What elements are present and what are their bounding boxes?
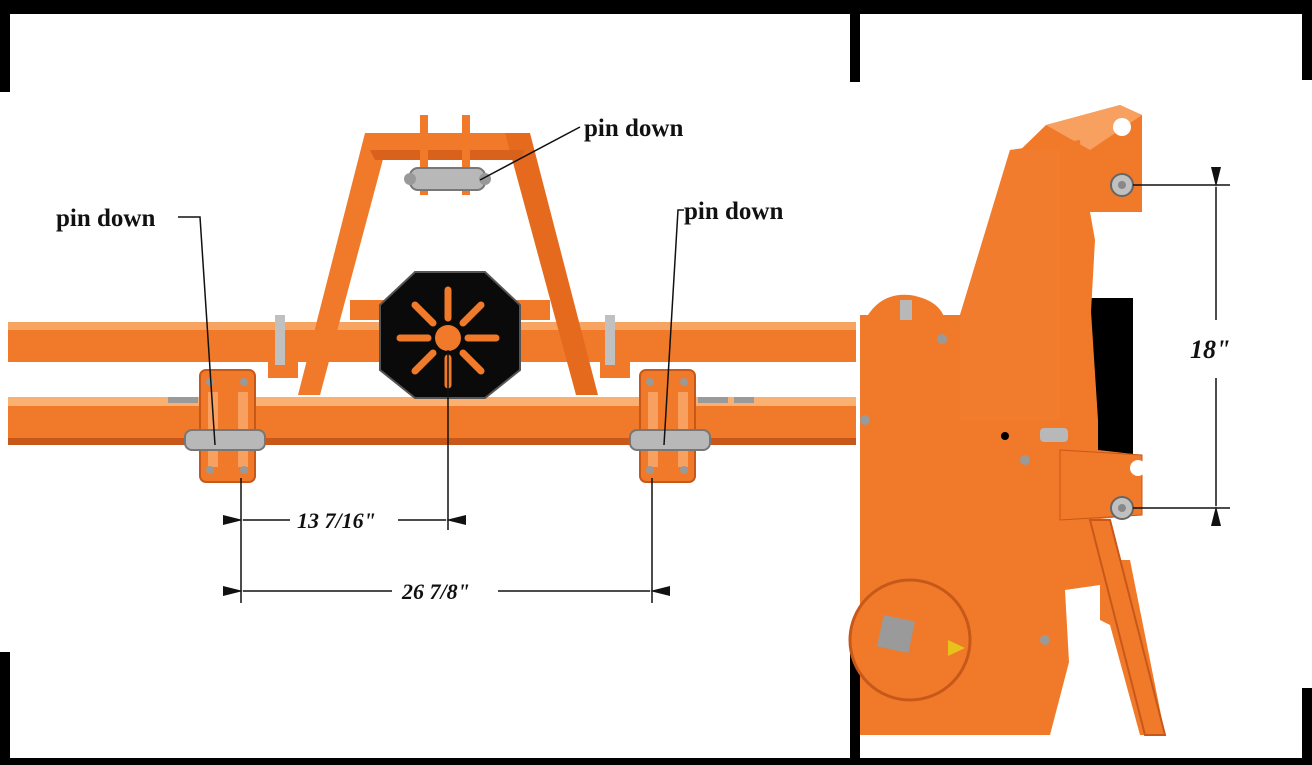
front-view xyxy=(8,115,856,483)
dimension-lines-front xyxy=(223,350,670,603)
leader-lines xyxy=(178,126,684,446)
top-link-pin xyxy=(404,167,491,191)
dimension-full-spacing: 26 7/8" xyxy=(401,579,470,604)
side-upper-pin xyxy=(1110,173,1134,197)
pin-down-label-left: pin down xyxy=(56,205,155,232)
left-lower-link-bracket xyxy=(184,369,266,483)
pto-gearbox xyxy=(379,271,521,399)
pin-down-label-top: pin down xyxy=(584,115,683,142)
right-lower-link-bracket xyxy=(629,369,711,483)
dimension-lines-side xyxy=(1133,167,1230,526)
dimension-half-spacing: 13 7/16" xyxy=(297,508,376,533)
side-lower-pin xyxy=(1110,496,1134,520)
side-view xyxy=(848,105,1167,736)
dimension-vertical-spacing: 18" xyxy=(1190,335,1230,364)
pin-down-label-right: pin down xyxy=(684,198,783,225)
